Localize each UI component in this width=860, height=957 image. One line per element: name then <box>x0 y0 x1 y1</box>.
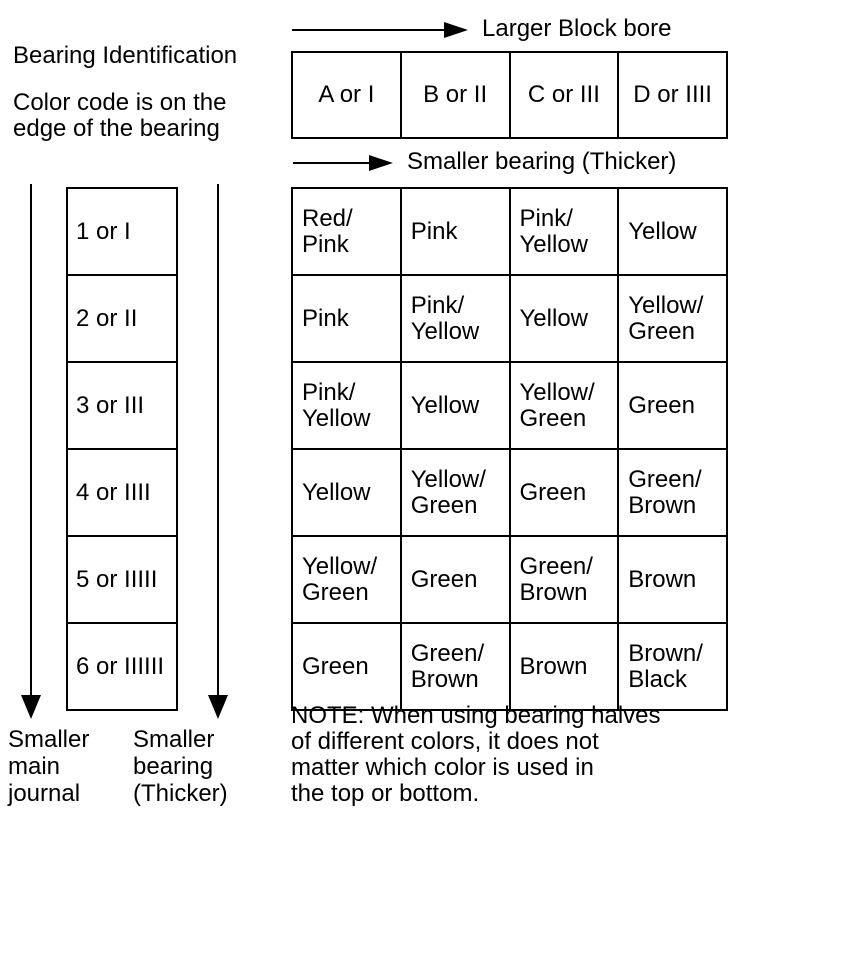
journal-cell: 5 or IIIII <box>66 535 178 624</box>
bore-cell: C or III <box>508 51 620 139</box>
journal-cell: 1 or I <box>66 187 178 276</box>
larger-block-bore-arrow-line <box>292 29 445 31</box>
main-journal-table: 1 or I 2 or II 3 or III 4 or IIII 5 or I… <box>66 187 178 711</box>
color-code-table: Red/ Pink Pink Pink/ Yellow Yellow Pink … <box>291 187 728 711</box>
down-arrow-icon <box>208 695 228 719</box>
color-cell: Yellow <box>617 187 728 276</box>
color-row: Pink/ Yellow Yellow Yellow/ Green Green <box>291 361 728 450</box>
journal-cell: 6 or IIIIII <box>66 622 178 711</box>
color-cell: Green <box>291 622 402 711</box>
block-bore-table: A or I B or II C or III D or IIII <box>291 51 728 139</box>
color-cell: Pink <box>399 187 511 276</box>
color-cell: Yellow/ Green <box>617 274 728 363</box>
color-cell: Brown <box>617 535 728 624</box>
color-cell: Yellow <box>291 448 402 537</box>
color-cell: Pink/ Yellow <box>291 361 402 450</box>
color-row: Pink Pink/ Yellow Yellow Yellow/ Green <box>291 274 728 363</box>
note-text: NOTE: When using bearing halves of diffe… <box>291 702 661 807</box>
journal-row: 2 or II <box>66 274 178 363</box>
right-arrow-icon <box>444 22 468 38</box>
journal-cell: 2 or II <box>66 274 178 363</box>
page-subtitle: Color code is on the edge of the bearing <box>13 89 227 142</box>
color-cell: Green/ Brown <box>399 622 511 711</box>
color-cell: Green <box>508 448 620 537</box>
color-row: Green Green/ Brown Brown Brown/ Black <box>291 622 728 711</box>
page-title: Bearing Identification <box>13 42 238 69</box>
smaller-bearing-label: Smaller bearing (Thicker) <box>407 148 677 175</box>
block-bore-header-row: A or I B or II C or III D or IIII <box>291 51 728 139</box>
right-arrow-icon <box>369 155 393 171</box>
color-cell: Pink <box>291 274 402 363</box>
color-cell: Brown/ Black <box>617 622 728 711</box>
color-cell: Yellow <box>399 361 511 450</box>
color-cell: Yellow <box>508 274 620 363</box>
color-cell: Pink/ Yellow <box>508 187 620 276</box>
color-cell: Brown <box>508 622 620 711</box>
larger-block-bore-label: Larger Block bore <box>482 15 672 42</box>
color-cell: Red/ Pink <box>291 187 402 276</box>
color-cell: Yellow/ Green <box>508 361 620 450</box>
journal-row: 6 or IIIIII <box>66 622 178 711</box>
color-row: Red/ Pink Pink Pink/ Yellow Yellow <box>291 187 728 276</box>
color-cell: Green/ Brown <box>617 448 728 537</box>
journal-row: 5 or IIIII <box>66 535 178 624</box>
color-cell: Pink/ Yellow <box>399 274 511 363</box>
journal-row: 3 or III <box>66 361 178 450</box>
journal-row: 1 or I <box>66 187 178 276</box>
bore-cell: B or II <box>399 51 511 139</box>
journal-row: 4 or IIII <box>66 448 178 537</box>
bearing-thickness-arrow-line <box>217 184 219 696</box>
color-row: Yellow/ Green Green Green/ Brown Brown <box>291 535 728 624</box>
journal-cell: 3 or III <box>66 361 178 450</box>
smaller-bearing-arrow-line <box>293 162 370 164</box>
color-cell: Green <box>399 535 511 624</box>
color-cell: Green/ Brown <box>508 535 620 624</box>
down-arrow-icon <box>21 695 41 719</box>
color-cell: Yellow/ Green <box>399 448 511 537</box>
color-cell: Yellow/ Green <box>291 535 402 624</box>
color-row: Yellow Yellow/ Green Green Green/ Brown <box>291 448 728 537</box>
main-journal-arrow-line <box>30 184 32 696</box>
smaller-bearing-thicker-label: Smaller bearing (Thicker) <box>133 726 228 807</box>
bore-cell: A or I <box>291 51 402 139</box>
journal-cell: 4 or IIII <box>66 448 178 537</box>
bore-cell: D or IIII <box>617 51 728 139</box>
smaller-main-journal-label: Smaller main journal <box>8 726 90 807</box>
color-cell: Green <box>617 361 728 450</box>
